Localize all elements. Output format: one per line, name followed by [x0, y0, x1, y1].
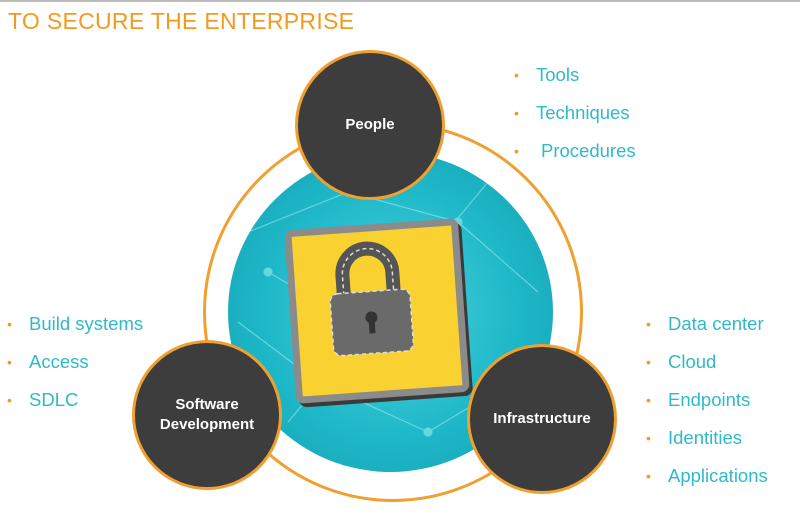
- infrastructure-list: •Data center •Cloud •Endpoints •Identiti…: [646, 313, 768, 503]
- node-infrastructure-label: Infrastructure: [493, 410, 591, 427]
- list-item: •Build systems: [7, 313, 144, 334]
- list-item: •Techniques: [514, 102, 630, 123]
- list-item: •Cloud: [646, 351, 717, 372]
- software-list: •Build systems •Access •SDLC: [7, 313, 143, 427]
- list-item: •Procedures: [514, 140, 636, 161]
- node-people-label: People: [345, 116, 395, 133]
- slide-title: TO SECURE THE ENTERPRISE: [8, 8, 355, 34]
- list-item: •Tools: [514, 64, 580, 85]
- node-software-label: Software Development: [159, 396, 255, 433]
- node-infrastructure: Infrastructure: [467, 344, 617, 494]
- list-item: •Applications: [646, 465, 768, 486]
- lock-tile: [284, 218, 470, 404]
- padlock-icon: [329, 241, 415, 357]
- list-item: •SDLC: [7, 389, 79, 410]
- list-item: •Data center: [646, 313, 764, 334]
- node-people: People: [295, 50, 445, 200]
- node-software-development: Software Development: [132, 340, 282, 490]
- list-item: •Identities: [646, 427, 743, 448]
- people-list: •Tools •Techniques •Procedures: [514, 64, 636, 178]
- list-item: •Access: [7, 351, 89, 372]
- list-item: •Endpoints: [646, 389, 751, 410]
